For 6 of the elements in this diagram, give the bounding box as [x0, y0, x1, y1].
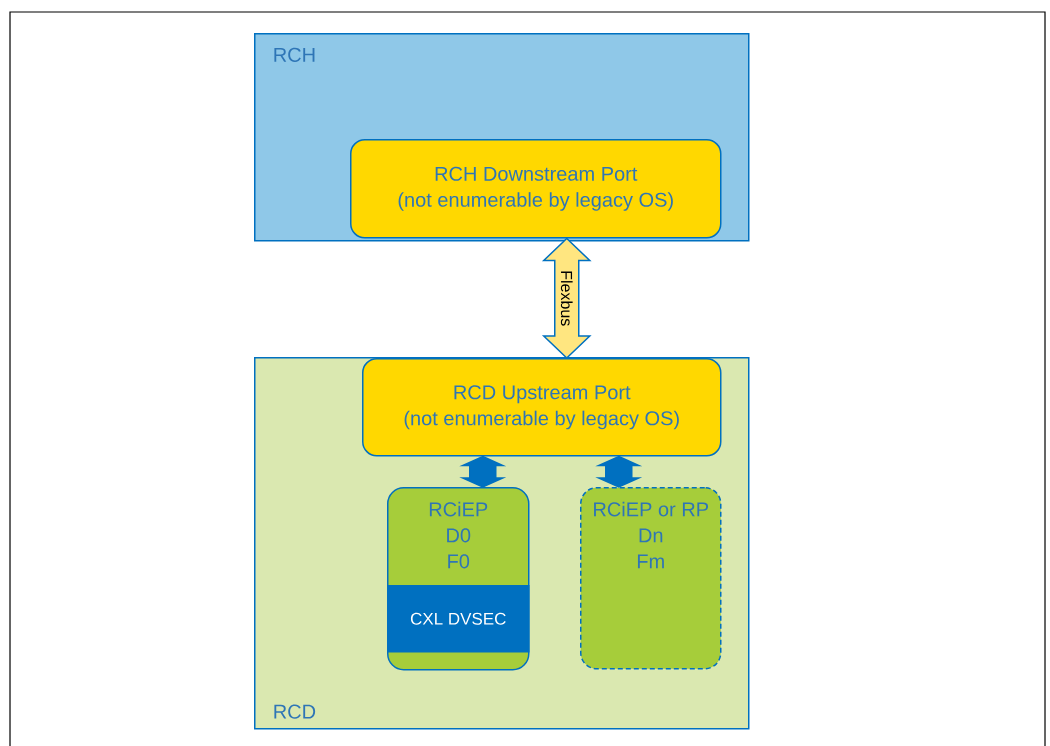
port-box: RCD Upstream Port (not enumerable by legacy OS) [362, 358, 722, 457]
function-box: RCiEP or RP Dn Fm [580, 487, 722, 670]
double-arrow [595, 455, 643, 488]
double-arrow [459, 455, 507, 488]
port-box: RCH Downstream Port (not enumerable by legacy OS) [350, 139, 722, 239]
register-band: CXL DVSEC [387, 585, 530, 653]
